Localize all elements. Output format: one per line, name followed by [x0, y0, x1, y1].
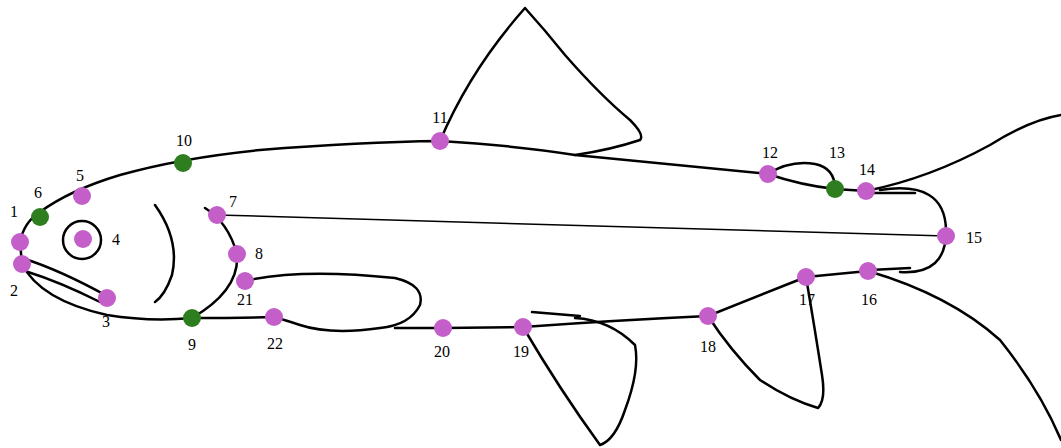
fish-outline — [20, 8, 1061, 445]
callout-number: 18 — [700, 339, 716, 355]
landmark-dot — [857, 182, 875, 200]
landmark-dot — [431, 132, 449, 150]
caudal-fin — [866, 115, 1061, 191]
callout-number: 5 — [76, 168, 84, 184]
callout-number: 8 — [255, 246, 263, 262]
callout-number: 16 — [861, 292, 877, 308]
landmark-dot — [98, 289, 116, 307]
body-outline — [192, 317, 274, 318]
callout-number: 1 — [10, 204, 18, 220]
pectoral-fin — [245, 274, 421, 331]
callout-number: 22 — [267, 336, 283, 352]
callout-number: 19 — [513, 344, 529, 360]
callout-number: 4 — [112, 232, 120, 248]
callout-number: 17 — [799, 292, 815, 308]
callout-number: 10 — [176, 133, 192, 149]
lower-jaw — [22, 264, 192, 319]
body-outline — [523, 277, 806, 327]
landmark-dot — [937, 227, 955, 245]
pelvic-fin — [523, 318, 636, 445]
callout-number: 20 — [434, 344, 450, 360]
mouth-line — [28, 272, 100, 302]
landmark-dot — [208, 206, 226, 224]
callout-number: 11 — [432, 110, 447, 126]
callout-number: 9 — [188, 337, 196, 353]
callout-number: 6 — [34, 185, 42, 201]
landmark-dot — [13, 255, 31, 273]
callout-number: 15 — [966, 230, 982, 246]
landmark-dot — [265, 308, 283, 326]
landmark-dot — [759, 165, 777, 183]
mouth-line — [22, 258, 107, 296]
callout-number: 2 — [10, 283, 18, 299]
landmark-dot — [174, 154, 192, 172]
landmark-dots — [11, 132, 955, 337]
anal-fin — [708, 277, 823, 408]
landmark-dot — [228, 245, 246, 263]
landmark-dot — [514, 318, 532, 336]
callout-number: 3 — [102, 314, 110, 330]
body-outline — [20, 141, 768, 242]
callout-number: 13 — [829, 145, 845, 161]
landmark-dot — [699, 307, 717, 325]
landmark-dot — [236, 272, 254, 290]
eye — [63, 221, 101, 259]
landmark-dot — [11, 233, 29, 251]
caudal-fin — [868, 271, 1061, 440]
fin-ray — [532, 312, 580, 316]
callout-number: 21 — [237, 292, 253, 308]
landmark-dot — [183, 309, 201, 327]
landmark-dot — [434, 319, 452, 337]
body-outline — [395, 327, 523, 328]
body-outline — [806, 271, 868, 277]
gill-cover — [192, 208, 237, 318]
landmark-dot — [826, 180, 844, 198]
landmark-dot — [74, 230, 92, 248]
preopercle — [155, 205, 174, 302]
fin-ray — [870, 192, 915, 195]
hypural-line — [880, 188, 946, 272]
landmark-dot — [31, 208, 49, 226]
callout-number: 7 — [229, 194, 237, 210]
callout-number: 12 — [762, 145, 778, 161]
dorsal-fin — [440, 8, 641, 155]
body-outline — [768, 174, 866, 191]
landmark-dot — [73, 187, 91, 205]
callout-number: 14 — [859, 162, 875, 178]
landmark-dot — [797, 268, 815, 286]
landmark-dot — [859, 262, 877, 280]
lateral-line — [217, 215, 946, 236]
